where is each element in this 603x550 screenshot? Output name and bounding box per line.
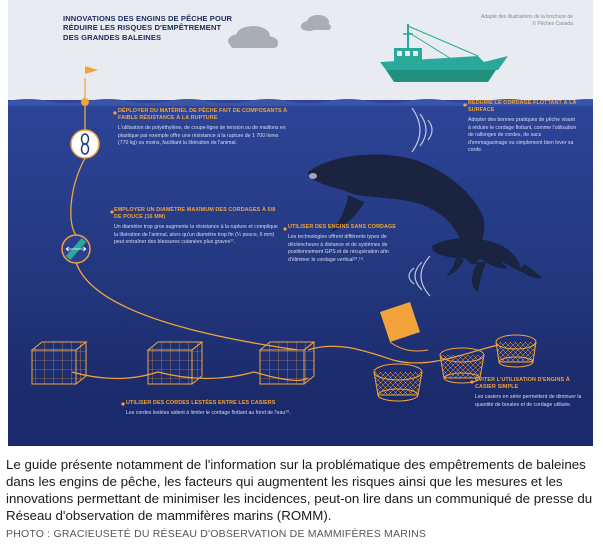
buoy-flag-icon — [81, 66, 98, 106]
rope-diameter-icon — [61, 234, 91, 264]
section-text: Les casiers en série permettent de dimin… — [475, 394, 582, 408]
infographic: INNOVATIONS DES ENGINS DE PÊCHE POUR RÉD… — [8, 0, 593, 446]
section-text: Adopter des bonnes pratiques de pêche vi… — [468, 117, 577, 154]
ocean — [8, 100, 593, 446]
section-number-markers — [110, 103, 474, 406]
section-sinking-rope: UTILISER DES CORDES LESTÉES ENTRE LES CA… — [126, 400, 326, 418]
section-text: Les cordes lestées aident à limiter le c… — [126, 410, 291, 417]
section-trawl: ÉVITER L'UTILISATION D'ENGINS À CASIER S… — [475, 377, 583, 409]
vertical-rope — [70, 106, 299, 351]
section-heading: ÉVITER L'UTILISATION D'ENGINS À CASIER S… — [475, 377, 570, 391]
section-heading: DÉPLOYER DU MATÉRIEL DE PÊCHE FAIT DE CO… — [118, 108, 288, 122]
weak-link-icon — [70, 129, 100, 159]
round-trap-icon — [307, 334, 537, 402]
section-heading: UTILISER DES ENGINS SANS CORDAGE — [288, 224, 397, 230]
sea-floor — [8, 400, 593, 446]
illustration-credit: Adapté des illustrations de la brochure … — [480, 14, 573, 27]
section-text: Un diamètre trop gros augmente la résist… — [114, 224, 278, 246]
section-heading: RÉDUIRE LE CORDAGE FLOTTANT À LA SURFACE — [468, 100, 577, 114]
sound-waves-icon — [411, 107, 433, 153]
ropeless-gear-icon — [380, 302, 429, 352]
cloud-icon — [228, 26, 278, 48]
section-rope-diameter: EMPLOYER UN DIAMÈTRE MAXIMUM DES CORDAGE… — [114, 207, 279, 247]
section-floating-rope: RÉDUIRE LE CORDAGE FLOTTANT À LA SURFACE… — [468, 100, 578, 155]
section-heading: EMPLOYER UN DIAMÈTRE MAXIMUM DES CORDAGE… — [114, 207, 276, 221]
fishing-boat-icon — [380, 24, 508, 82]
photo-caption: Le guide présente notamment de l'informa… — [6, 457, 593, 523]
section-heading: UTILISER DES CORDES LESTÉES ENTRE LES CA… — [126, 400, 276, 406]
infographic-artwork — [8, 0, 593, 446]
photo-credit: PHOTO : GRACIEUSETÉ DU RÉSEAU D'OBSERVAT… — [6, 528, 427, 540]
section-weak-link: DÉPLOYER DU MATÉRIEL DE PÊCHE FAIT DE CO… — [118, 108, 288, 148]
small-whale-icon — [432, 238, 542, 279]
sky — [8, 0, 593, 102]
sound-waves-icon — [408, 255, 431, 297]
section-ropeless: UTILISER DES ENGINS SANS CORDAGE Les tec… — [288, 224, 408, 264]
section-text: L'utilisation de polyéthylène, de coupe-… — [118, 125, 286, 147]
trap-line-icon — [30, 340, 316, 386]
section-text: Les technologies offrent différents type… — [288, 234, 389, 263]
infographic-title: INNOVATIONS DES ENGINS DE PÊCHE POUR RÉD… — [63, 14, 233, 42]
large-whale-icon — [308, 154, 508, 292]
cloud-icon — [301, 15, 331, 31]
sea-surface — [8, 99, 593, 106]
